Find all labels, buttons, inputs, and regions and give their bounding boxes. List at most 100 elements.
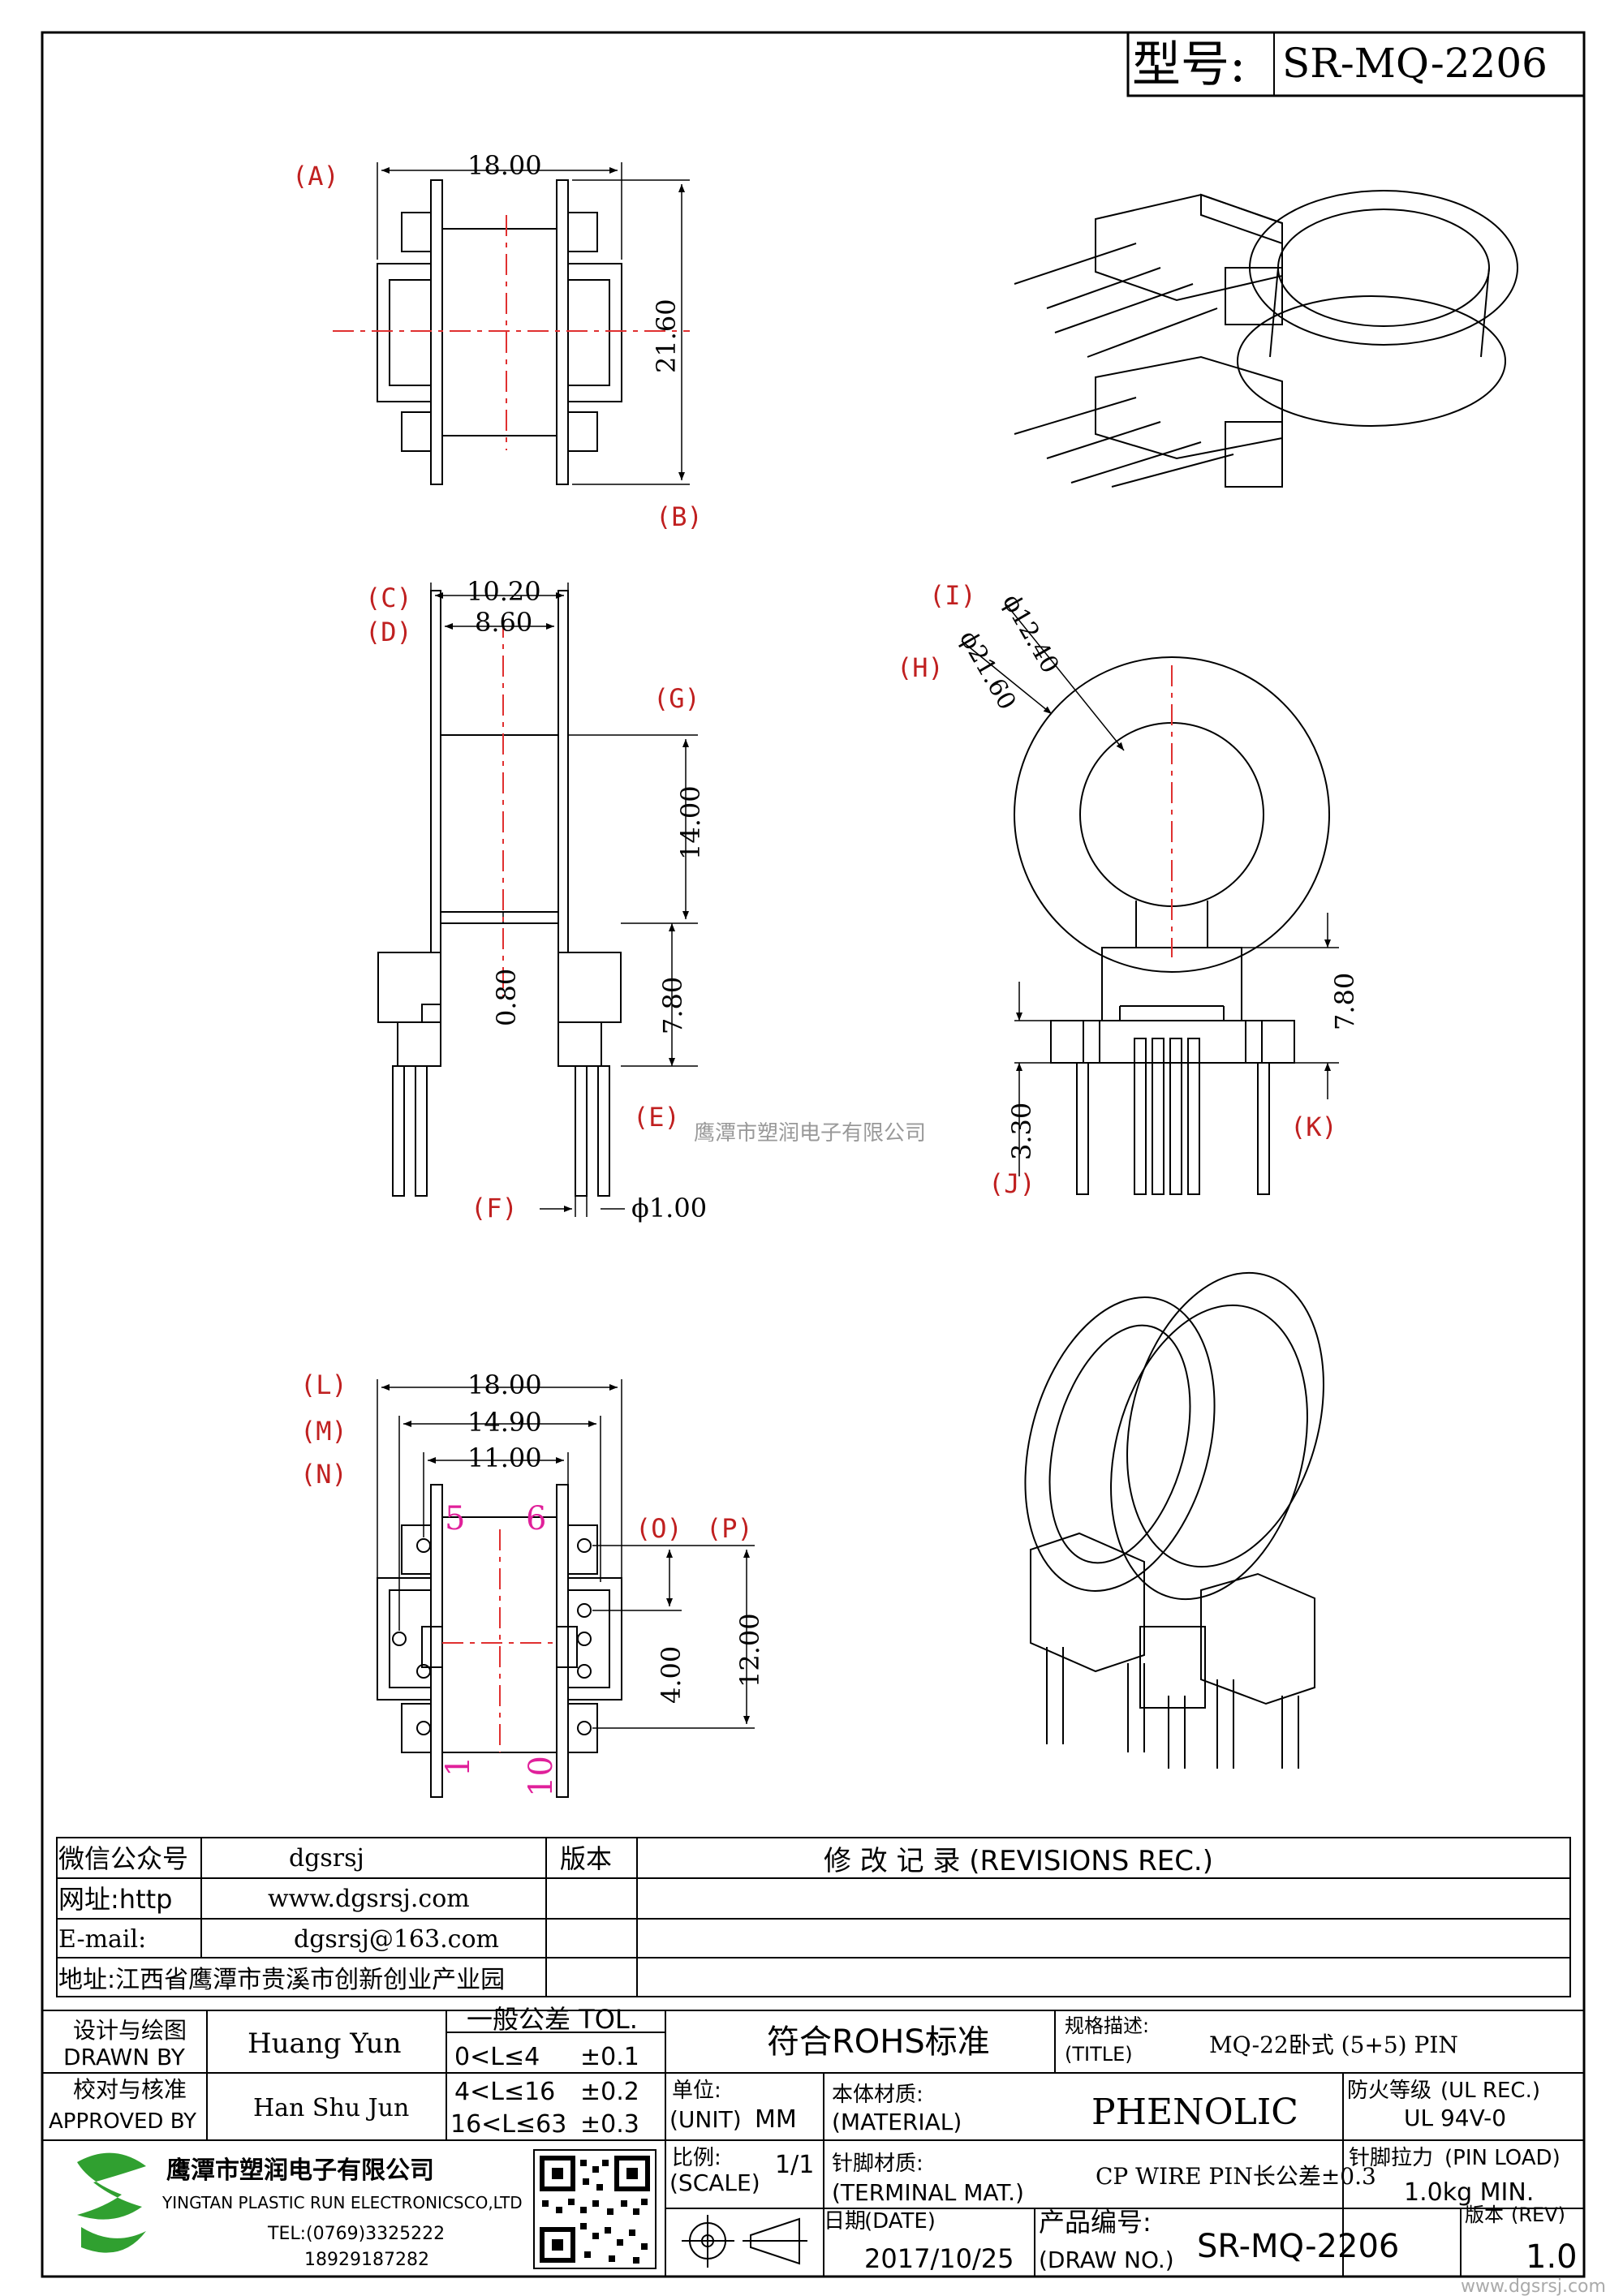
iso-view-top: [1014, 190, 1518, 488]
tol1-range: 0<L≤4: [454, 2043, 540, 2071]
company-tel: TEL:(0769)3325222: [267, 2224, 445, 2244]
pin-label-6: 6: [526, 1500, 546, 1537]
company-logo: [77, 2152, 146, 2253]
rev-value: 1.0: [1526, 2238, 1578, 2276]
checker-cn: 校对与核准: [73, 2076, 187, 2103]
fire-cn: 防火等级: [1347, 2079, 1431, 2103]
tol3-range: 16<L≤63: [450, 2110, 566, 2139]
date-en: (DATE): [864, 2209, 936, 2234]
fire-value: UL 94V-0: [1404, 2105, 1506, 2131]
dwg-cn: 产品编号:: [1039, 2207, 1152, 2238]
top-view: [377, 162, 690, 485]
dim-bottom-h2: 12.00: [734, 1613, 765, 1688]
rev-en: (REV): [1511, 2204, 1565, 2226]
label-j: (J): [988, 1168, 1035, 1199]
designer-name: Huang Yun: [248, 2027, 402, 2060]
tol2-range: 4<L≤16: [454, 2078, 555, 2106]
dim-side-outer-dia: ϕ21.60: [954, 626, 1021, 716]
spec-value: MQ-22卧式 (5+5) PIN: [1209, 2032, 1458, 2058]
checker-en: APPROVED BY: [49, 2109, 196, 2134]
tol2-value: ±0.2: [580, 2078, 639, 2106]
dim-side-base: 7.80: [1329, 973, 1360, 1030]
fire-en: (UL REC.): [1440, 2079, 1540, 2103]
model-number: SR-MQ-2206: [1282, 40, 1548, 87]
dim-front-inner: 8.60: [475, 607, 532, 638]
model-prefix: 型号:: [1132, 37, 1246, 93]
label-c: (C): [365, 583, 412, 613]
dim-front-height: 14.00: [675, 785, 706, 860]
label-h: (H): [897, 652, 944, 683]
bottom-view-centerlines: [442, 1529, 557, 1752]
date-value: 2017/10/25: [864, 2243, 1014, 2274]
wechat-value: dgsrsj: [289, 1844, 364, 1872]
company-name-en: YINGTAN PLASTIC RUN ELECTRONICSCO,LTD: [161, 2193, 523, 2212]
version-label: 版本: [560, 1843, 612, 1874]
label-e: (E): [633, 1102, 680, 1133]
pull-cn: 针脚拉力: [1349, 2146, 1433, 2170]
designer-cn: 设计与绘图: [73, 2017, 187, 2044]
info-table: [56, 1837, 1571, 1997]
unit-cn: 单位:: [672, 2079, 721, 2103]
dwg-en: (DRAW NO.): [1039, 2247, 1174, 2273]
label-m: (M): [300, 1416, 347, 1447]
company-mobile: 18929187282: [304, 2250, 429, 2270]
label-g: (G): [653, 683, 700, 714]
dim-side-inner-dia: ϕ12.40: [997, 590, 1064, 679]
center-watermark: 鹰潭市塑润电子有限公司: [694, 1121, 926, 1146]
pin-label-5: 5: [445, 1500, 465, 1537]
material-value: PHENOLIC: [1091, 2092, 1298, 2133]
label-o: (O): [635, 1513, 682, 1544]
label-b: (B): [656, 501, 703, 532]
top-view-centerlines: [333, 215, 690, 450]
bottom-view: [377, 1379, 755, 1798]
tol3-value: ±0.3: [580, 2110, 639, 2139]
scale-en: (SCALE): [669, 2169, 760, 2196]
unit-en: (UNIT): [669, 2106, 742, 2133]
pull-en: (PIN LOAD): [1444, 2146, 1561, 2170]
company-name-cn: 鹰潭市塑润电子有限公司: [166, 2156, 434, 2185]
iso-view-bottom: [1024, 1271, 1324, 1769]
label-i: (I): [929, 580, 976, 611]
wechat-label: 微信公众号: [58, 1843, 188, 1874]
spec-cn: 规格描述:: [1065, 2014, 1149, 2037]
dim-bottom-h1: 4.00: [656, 1646, 687, 1704]
label-l: (L): [300, 1369, 347, 1400]
label-n: (N): [300, 1459, 347, 1490]
dwg-value: SR-MQ-2206: [1197, 2228, 1399, 2265]
designer-en: DRAWN BY: [63, 2044, 186, 2070]
label-p: (P): [706, 1513, 753, 1544]
side-view: [961, 604, 1339, 1195]
dim-bottom-w2: 14.90: [467, 1407, 542, 1438]
address-text: 地址:江西省鹰潭市贵溪市创新创业产业园: [58, 1966, 505, 1994]
terminal-en: (TERMINAL MAT.): [832, 2179, 1024, 2206]
label-d: (D): [365, 617, 412, 647]
dim-pin-dia: ϕ1.00: [631, 1193, 707, 1223]
dim-front-base: 7.80: [657, 977, 688, 1034]
terminal-value: CP WIRE PIN长公差±0.3: [1096, 2163, 1376, 2190]
dim-top-width: 18.00: [467, 150, 542, 181]
dim-bottom-w3: 11.00: [467, 1443, 542, 1473]
pin-label-1: 1: [440, 1756, 477, 1777]
material-cn: 本体材质:: [832, 2083, 923, 2107]
web-label: 网址:http: [58, 1884, 172, 1915]
web-value: www.dgsrsj.com: [268, 1885, 470, 1913]
sheet-border: [41, 31, 1586, 2278]
footer-watermark: www.dgsrsj.com: [1461, 2277, 1606, 2296]
dim-top-height: 21.60: [651, 299, 682, 373]
dim-bottom-w1: 18.00: [467, 1369, 542, 1400]
revisions-label: 修 改 记 录 (REVISIONS REC.): [824, 1845, 1213, 1877]
email-value: dgsrsj@163.com: [294, 1925, 499, 1954]
tol-title: 一般公差 TOL.: [467, 2004, 638, 2035]
qr-code: [540, 2156, 650, 2264]
checker-name: Han Shu Jun: [253, 2094, 409, 2122]
pull-value: 1.0kg MIN.: [1404, 2178, 1534, 2207]
projection-symbol: [682, 2215, 807, 2268]
dim-front-outer: 10.20: [467, 576, 541, 607]
dim-side-pin: 3.30: [1006, 1103, 1037, 1160]
pin-label-10: 10: [523, 1756, 560, 1797]
date-cn: 日期: [824, 2209, 866, 2234]
email-label: E-mail:: [58, 1925, 146, 1954]
model-header: 型号: SR-MQ-2206: [1126, 31, 1586, 97]
label-a: (A): [292, 161, 339, 191]
